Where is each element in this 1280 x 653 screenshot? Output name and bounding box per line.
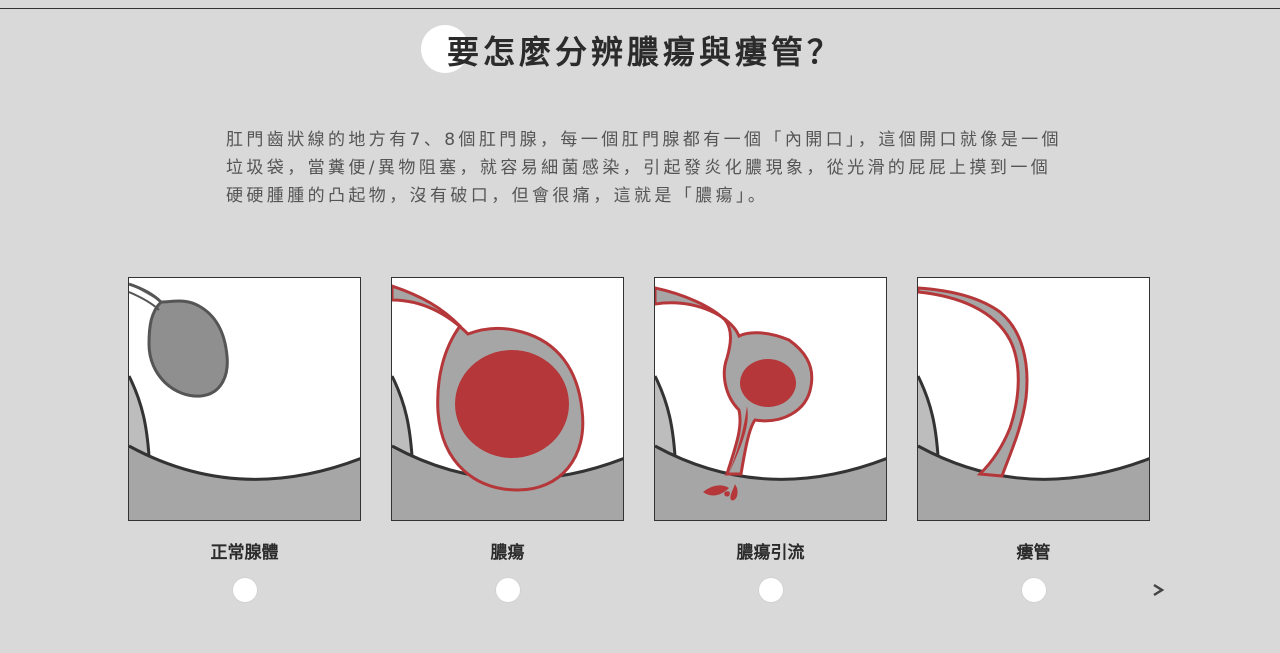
title-circle-decoration <box>421 25 469 73</box>
stage-label-abscess-drainage: 膿瘍引流 <box>736 543 805 563</box>
timeline-node-normal-gland[interactable] <box>233 578 257 602</box>
timeline-node-fistula[interactable] <box>1022 578 1046 602</box>
page-title: 要怎麼分辨膿瘍與瘻管？ <box>446 33 843 71</box>
panel-fistula <box>917 277 1150 521</box>
panel-abscess-drainage <box>654 277 887 521</box>
progress-timeline <box>100 583 1165 597</box>
description-paragraph: 肛門齒狀線的地方有7、8個肛門腺，每一個肛門腺都有一個「內開口」，這個開口就像是… <box>226 130 1062 206</box>
timeline-node-abscess-drainage[interactable] <box>759 578 783 602</box>
stage-label-abscess: 膿瘍 <box>490 543 525 563</box>
panel-normal-gland <box>128 277 361 521</box>
top-divider <box>0 8 1280 9</box>
timeline-node-abscess[interactable] <box>496 578 520 602</box>
timeline-arrow-icon <box>1153 583 1165 597</box>
panel-abscess <box>391 277 624 521</box>
stage-label-fistula: 瘻管 <box>1016 543 1051 563</box>
stage-label-normal-gland: 正常腺體 <box>210 543 279 563</box>
